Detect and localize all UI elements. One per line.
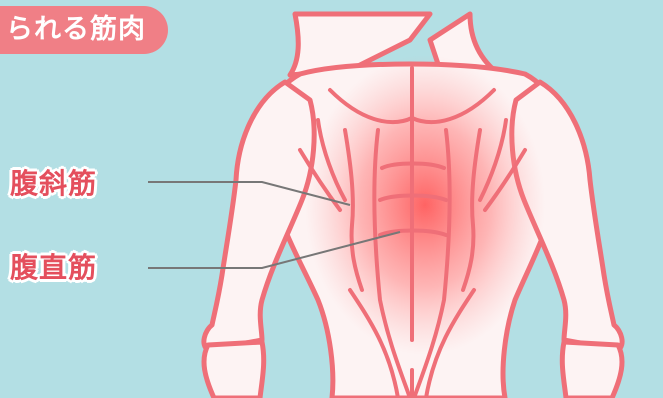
label-oblique-muscle: 腹斜筋 — [10, 162, 97, 202]
label-rectus-muscle: 腹直筋 — [10, 246, 97, 286]
